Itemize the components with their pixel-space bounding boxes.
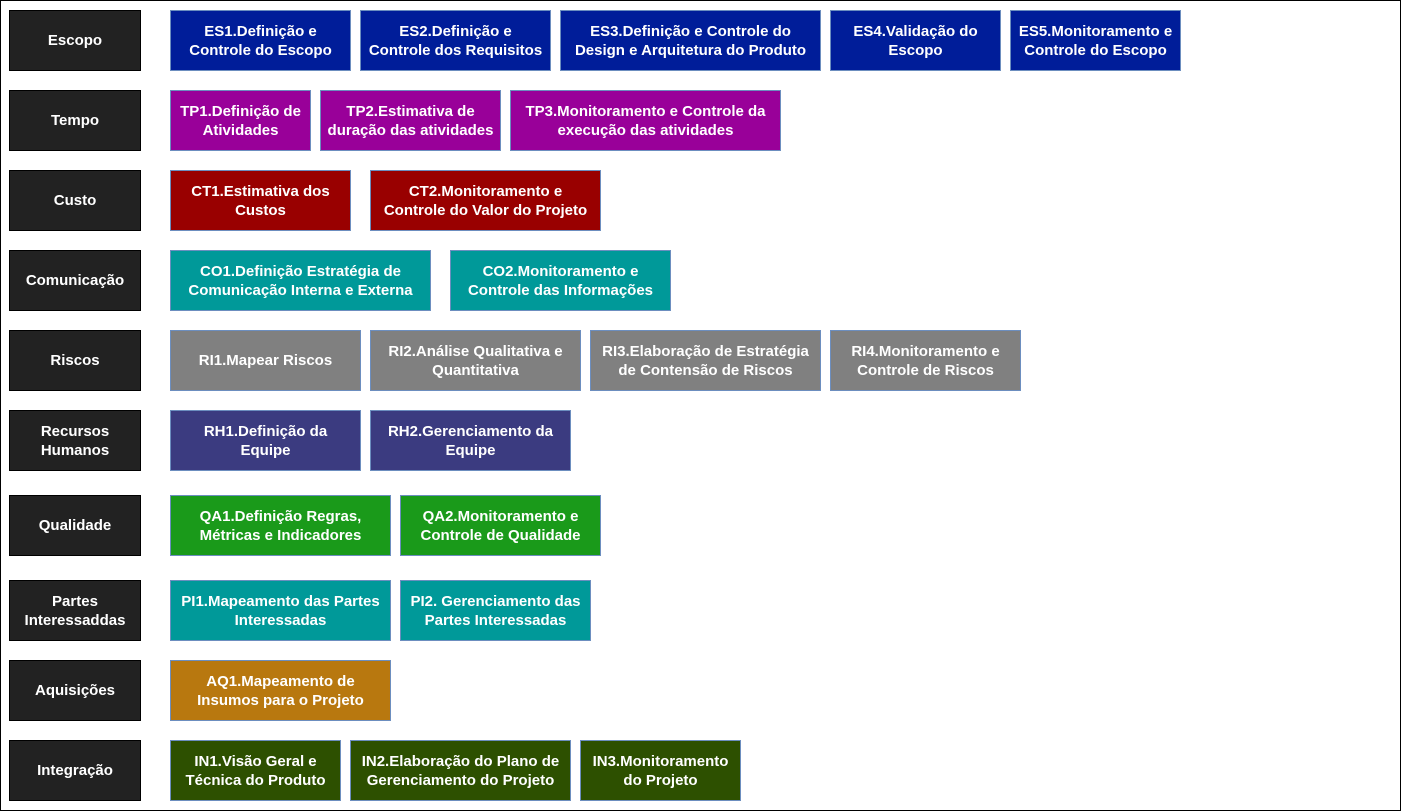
process-box: ES1.Definição e Controle do Escopo (170, 10, 351, 71)
process-box: ES3.Definição e Controle do Design e Arq… (560, 10, 821, 71)
process-box: IN2.Elaboração do Plano de Gerenciamento… (350, 740, 571, 801)
process-box: CO2.Monitoramento e Controle das Informa… (450, 250, 671, 311)
category-label-4: Comunicação (9, 250, 141, 311)
category-label-1: Escopo (9, 10, 141, 71)
process-box: QA1.Definição Regras, Métricas e Indicad… (170, 495, 391, 556)
process-box: RH2.Gerenciamento da Equipe (370, 410, 571, 471)
process-box: QA2.Monitoramento e Controle de Qualidad… (400, 495, 601, 556)
process-box: CT2.Monitoramento e Controle do Valor do… (370, 170, 601, 231)
process-box: IN3.Monitoramento do Projeto (580, 740, 741, 801)
process-box: ES2.Definição e Controle dos Requisitos (360, 10, 551, 71)
process-box: TP2.Estimativa de duração das atividades (320, 90, 501, 151)
category-label-10: Integração (9, 740, 141, 801)
process-box: PI2. Gerenciamento das Partes Interessad… (400, 580, 591, 641)
process-box: RI3.Elaboração de Estratégia de Contensã… (590, 330, 821, 391)
process-box: IN1.Visão Geral e Técnica do Produto (170, 740, 341, 801)
category-label-2: Tempo (9, 90, 141, 151)
category-label-3: Custo (9, 170, 141, 231)
process-box: CT1.Estimativa dos Custos (170, 170, 351, 231)
category-label-5: Riscos (9, 330, 141, 391)
category-label-8: Partes Interessaddas (9, 580, 141, 641)
process-box: RH1.Definição da Equipe (170, 410, 361, 471)
category-label-9: Aquisições (9, 660, 141, 721)
category-label-6: Recursos Humanos (9, 410, 141, 471)
process-box: TP1.Definição de Atividades (170, 90, 311, 151)
process-box: CO1.Definição Estratégia de Comunicação … (170, 250, 431, 311)
process-box: RI1.Mapear Riscos (170, 330, 361, 391)
process-box: RI2.Análise Qualitativa e Quantitativa (370, 330, 581, 391)
process-box: ES4.Validação do Escopo (830, 10, 1001, 71)
process-box: TP3.Monitoramento e Controle da execução… (510, 90, 781, 151)
process-box: ES5.Monitoramento e Controle do Escopo (1010, 10, 1181, 71)
process-box: AQ1.Mapeamento de Insumos para o Projeto (170, 660, 391, 721)
process-box: RI4.Monitoramento e Controle de Riscos (830, 330, 1021, 391)
process-box: PI1.Mapeamento das Partes Interessadas (170, 580, 391, 641)
category-label-7: Qualidade (9, 495, 141, 556)
